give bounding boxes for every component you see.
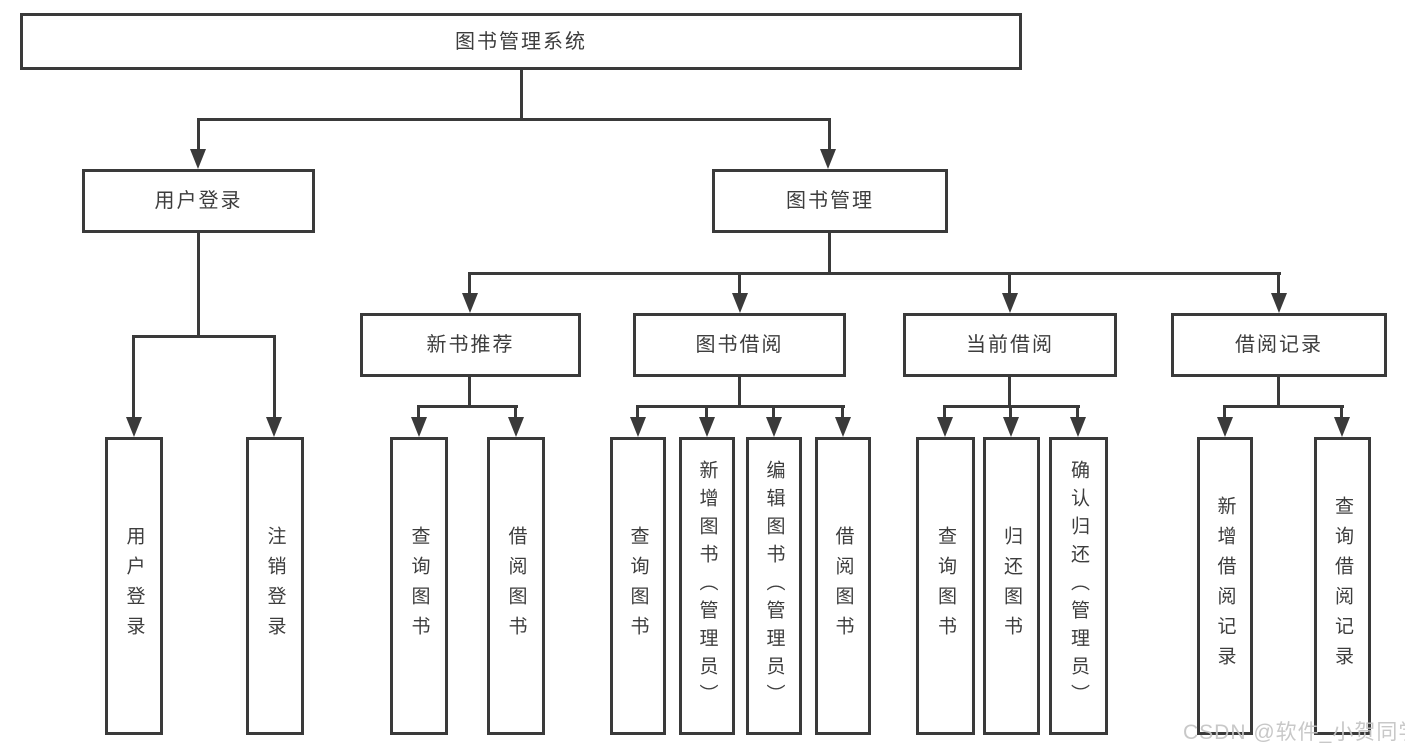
- node-book-management-label: 图书管理: [786, 190, 874, 212]
- connector-drop: [772, 405, 775, 419]
- leaf-current-confirm-return-admin: 确认归还（管理员）: [1049, 437, 1108, 735]
- arrow-down-icon: [1070, 417, 1086, 437]
- connector-drop: [828, 118, 831, 152]
- connector-current-stem: [1008, 377, 1011, 407]
- connector-borrow-rail: [636, 405, 845, 408]
- connector-drop: [636, 405, 639, 419]
- leaf-borrow-query-books-label: 查询图书: [627, 526, 649, 646]
- leaf-current-return-books-label: 归还图书: [1001, 526, 1022, 646]
- leaf-borrow-add-books-admin-label: 新增图书（管理员）: [696, 460, 718, 712]
- connector-drop: [132, 335, 135, 419]
- leaf-current-query-books-label: 查询图书: [935, 526, 956, 646]
- node-borrow-records: 借阅记录: [1171, 313, 1387, 377]
- node-book-management: 图书管理: [712, 169, 948, 233]
- connector-root-rail: [197, 118, 831, 121]
- leaf-newbook-query-books: 查询图书: [390, 437, 448, 735]
- leaf-borrow-edit-books-admin-label: 编辑图书（管理员）: [763, 460, 785, 712]
- connector-drop: [514, 405, 517, 419]
- arrow-down-icon: [462, 293, 478, 313]
- leaf-logout-label: 注销登录: [264, 526, 286, 646]
- connector-drop: [705, 405, 708, 419]
- leaf-records-query-record: 查询借阅记录: [1314, 437, 1371, 735]
- connector-drop: [943, 405, 946, 419]
- connector-records-rail: [1223, 405, 1344, 408]
- connector-userlogin-stem: [197, 233, 200, 337]
- arrow-down-icon: [508, 417, 524, 437]
- arrow-down-icon: [699, 417, 715, 437]
- arrow-down-icon: [820, 149, 836, 169]
- arrow-down-icon: [1271, 293, 1287, 313]
- arrow-down-icon: [411, 417, 427, 437]
- leaf-borrow-query-books: 查询图书: [610, 437, 666, 735]
- node-user-login-label: 用户登录: [154, 190, 243, 212]
- connector-newbook-rail: [417, 405, 518, 408]
- node-book-borrow-label: 图书借阅: [695, 334, 784, 356]
- connector-drop: [273, 335, 276, 419]
- leaf-newbook-query-books-label: 查询图书: [408, 526, 430, 646]
- arrow-down-icon: [766, 417, 782, 437]
- connector-bookmgmt-rail: [468, 272, 1281, 275]
- leaf-user-login-label: 用户登录: [123, 526, 145, 646]
- leaf-records-add-record: 新增借阅记录: [1197, 437, 1253, 735]
- arrow-down-icon: [1334, 417, 1350, 437]
- connector-drop: [1076, 405, 1079, 419]
- connector-drop: [1009, 405, 1012, 419]
- leaf-borrow-edit-books-admin: 编辑图书（管理员）: [746, 437, 802, 735]
- node-new-book-recommend: 新书推荐: [360, 313, 581, 377]
- connector-drop: [468, 272, 471, 296]
- leaf-newbook-borrow-books: 借阅图书: [487, 437, 545, 735]
- leaf-current-return-books: 归还图书: [983, 437, 1040, 735]
- connector-bookmgmt-stem: [828, 233, 831, 274]
- connector-drop: [1008, 272, 1011, 296]
- leaf-records-query-record-label: 查询借阅记录: [1332, 496, 1353, 676]
- connector-drop: [1223, 405, 1226, 419]
- node-root-label: 图书管理系统: [455, 30, 587, 53]
- arrow-down-icon: [732, 293, 748, 313]
- node-book-borrow: 图书借阅: [633, 313, 846, 377]
- leaf-borrow-borrow-books: 借阅图书: [815, 437, 871, 735]
- connector-userlogin-rail: [132, 335, 276, 338]
- node-root: 图书管理系统: [20, 13, 1022, 70]
- arrow-down-icon: [1002, 293, 1018, 313]
- arrow-down-icon: [937, 417, 953, 437]
- leaf-logout: 注销登录: [246, 437, 304, 735]
- arrow-down-icon: [1217, 417, 1233, 437]
- node-new-book-recommend-label: 新书推荐: [426, 334, 515, 356]
- leaf-records-add-record-label: 新增借阅记录: [1214, 496, 1236, 676]
- leaf-current-confirm-return-admin-label: 确认归还（管理员）: [1068, 460, 1089, 712]
- watermark: CSDN @软件_小贺同学: [1183, 721, 1405, 744]
- connector-records-stem: [1277, 377, 1280, 407]
- connector-drop: [841, 405, 844, 419]
- connector-root-stem: [520, 70, 523, 118]
- connector-drop: [197, 118, 200, 152]
- arrow-down-icon: [835, 417, 851, 437]
- leaf-user-login: 用户登录: [105, 437, 163, 735]
- connector-borrow-stem: [738, 377, 741, 407]
- leaf-borrow-borrow-books-label: 借阅图书: [832, 526, 854, 646]
- connector-drop: [1340, 405, 1343, 419]
- arrow-down-icon: [1003, 417, 1019, 437]
- arrow-down-icon: [266, 417, 282, 437]
- node-current-borrow: 当前借阅: [903, 313, 1117, 377]
- arrow-down-icon: [190, 149, 206, 169]
- connector-newbook-stem: [468, 377, 471, 407]
- connector-drop: [1277, 272, 1280, 296]
- node-current-borrow-label: 当前借阅: [966, 334, 1054, 356]
- leaf-borrow-add-books-admin: 新增图书（管理员）: [679, 437, 735, 735]
- connector-drop: [417, 405, 420, 419]
- node-borrow-records-label: 借阅记录: [1235, 334, 1323, 356]
- arrow-down-icon: [126, 417, 142, 437]
- arrow-down-icon: [630, 417, 646, 437]
- leaf-current-query-books: 查询图书: [916, 437, 975, 735]
- node-user-login: 用户登录: [82, 169, 315, 233]
- leaf-newbook-borrow-books-label: 借阅图书: [505, 526, 527, 646]
- connector-drop: [738, 272, 741, 296]
